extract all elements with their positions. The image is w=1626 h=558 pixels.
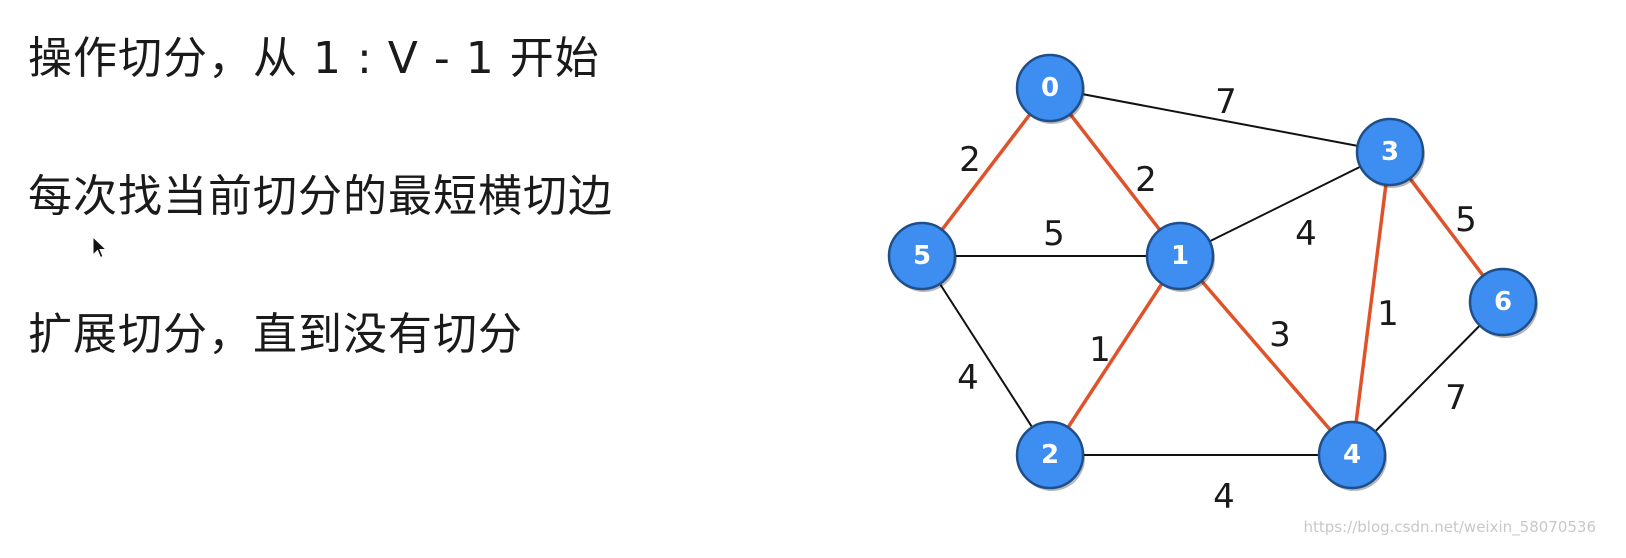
graph-node-0: 0 (1015, 53, 1085, 124)
text-panel: 操作切分，从 1 : V - 1 开始 每次找当前切分的最短横切边 扩展切分，直… (28, 0, 788, 558)
graph-node-2: 2 (1015, 420, 1085, 491)
edge-6-4 (1351, 301, 1504, 456)
node-label-6: 6 (1494, 287, 1512, 317)
edge-weight-0-1: 2 (1135, 160, 1157, 200)
edge-weight-0-5: 2 (959, 140, 981, 180)
node-label-5: 5 (913, 241, 931, 271)
edge-0-1 (1048, 86, 1182, 258)
node-label-0: 0 (1041, 73, 1059, 103)
edge-weight-1-3: 4 (1295, 214, 1317, 254)
text-line-extend-cut: 扩展切分，直到没有切分 (28, 309, 523, 360)
node-label-2: 2 (1041, 440, 1059, 470)
graph-node-1: 1 (1145, 221, 1215, 292)
edge-1-4 (1178, 254, 1354, 457)
edge-weight-3-4: 1 (1377, 294, 1399, 334)
edge-labels-layer: 7 2 2 5 4 5 1 1 3 4 4 7 (957, 82, 1477, 517)
edge-0-5 (920, 86, 1052, 258)
nodes-layer: 0 1 2 3 4 5 6 (887, 53, 1538, 491)
edge-weight-6-4: 7 (1445, 378, 1467, 418)
edge-weight-5-1: 5 (1043, 214, 1065, 254)
watermark: https://blog.csdn.net/weixin_58070536 (1303, 518, 1596, 536)
edge-weight-0-3: 7 (1215, 82, 1237, 122)
edge-weight-2-4: 4 (1213, 477, 1235, 517)
graph-node-6: 6 (1468, 267, 1538, 338)
mouse-cursor-icon (92, 236, 108, 259)
edge-1-3 (1179, 151, 1391, 257)
text-line-find-shortest-crossing-edge: 每次找当前切分的最短横切边 (28, 171, 613, 222)
graph-node-4: 4 (1317, 420, 1387, 491)
node-label-3: 3 (1381, 137, 1399, 167)
node-label-4: 4 (1343, 440, 1361, 470)
graph-node-5: 5 (887, 221, 957, 292)
node-label-1: 1 (1171, 241, 1189, 271)
graph-node-3: 3 (1355, 117, 1425, 188)
edge-0-3 (1049, 87, 1391, 153)
edge-weight-3-6: 5 (1455, 200, 1477, 240)
edge-1-2 (1048, 255, 1182, 456)
text-line-cut-start: 操作切分，从 1 : V - 1 开始 (28, 33, 600, 84)
edge-5-2 (921, 255, 1051, 456)
edge-weight-1-2: 1 (1089, 330, 1111, 370)
edge-weight-1-4: 3 (1269, 315, 1291, 355)
edge-3-4 (1350, 151, 1392, 456)
edge-weight-5-2: 4 (957, 358, 979, 398)
